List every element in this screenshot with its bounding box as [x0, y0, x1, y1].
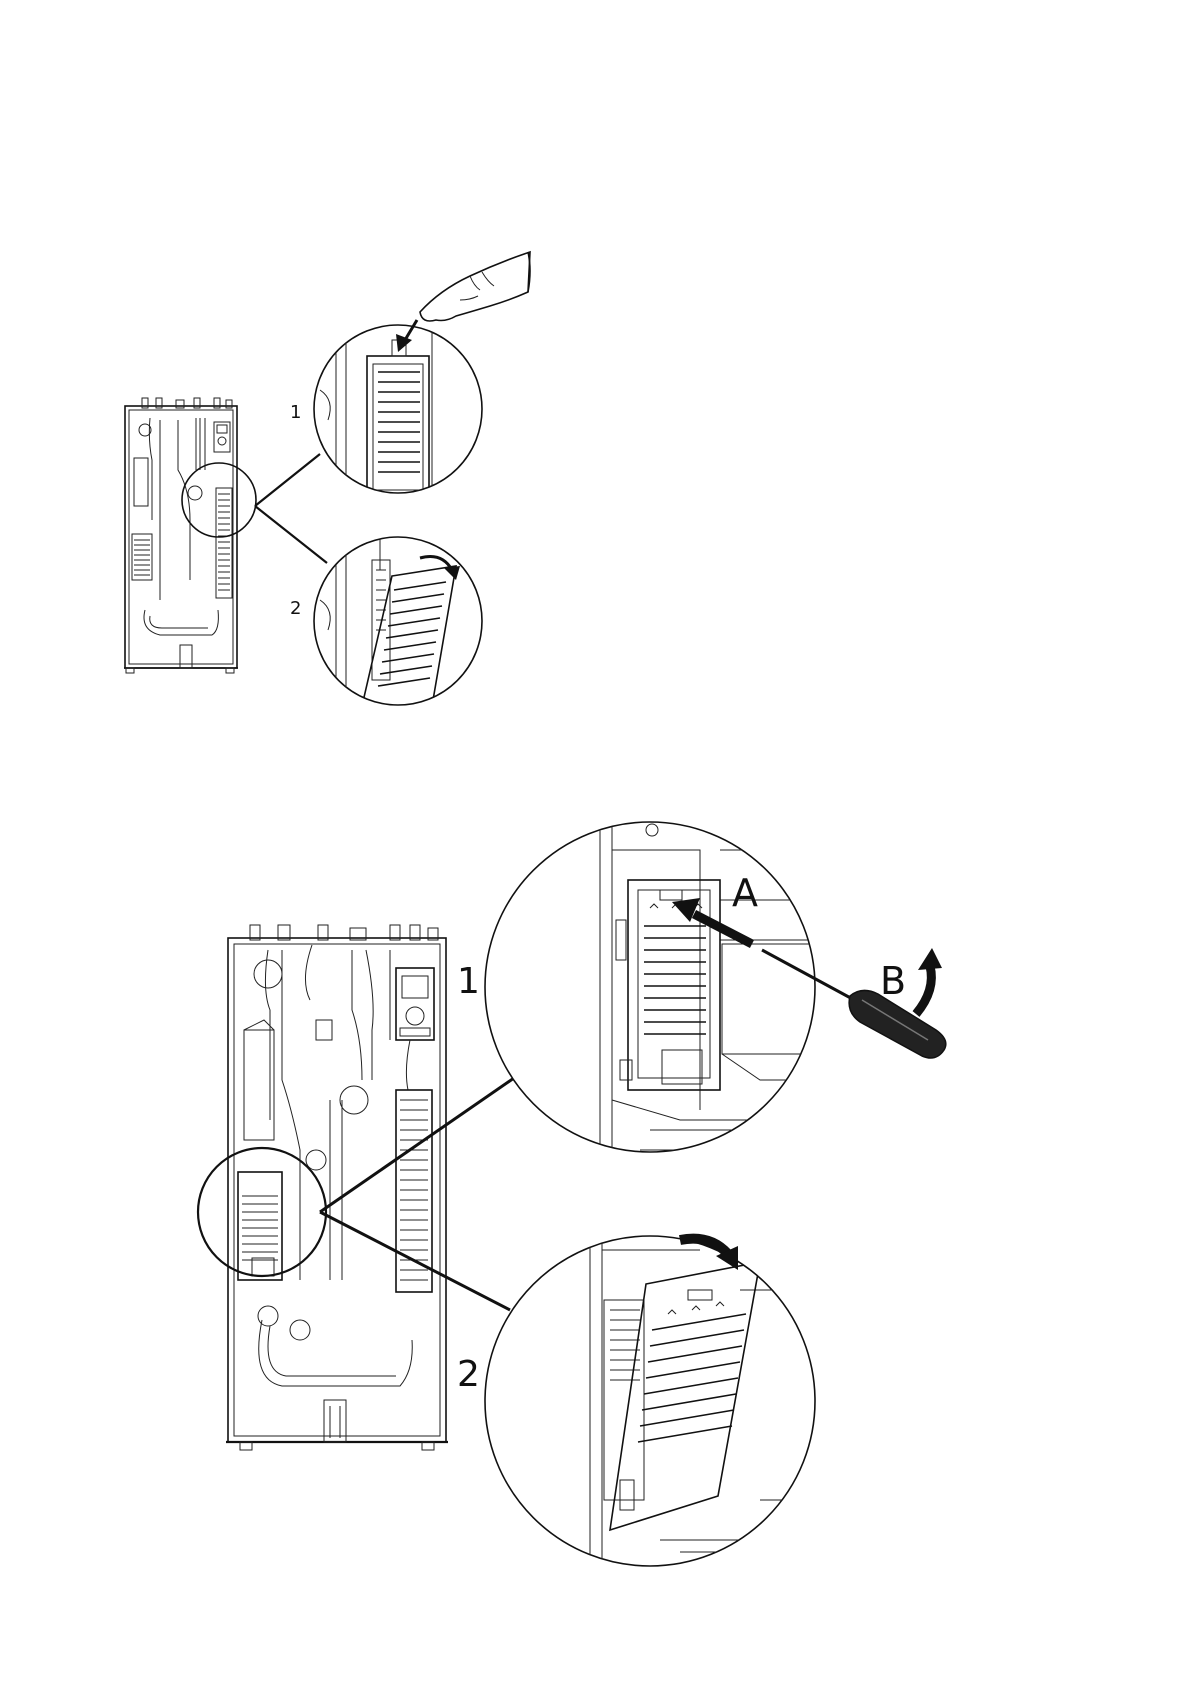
rotate-arrow-b-icon	[916, 948, 942, 1014]
bottom-step-1-number: 1	[457, 961, 480, 1002]
bottom-unit-right-louvres	[400, 1100, 428, 1280]
callout-label-b: B	[880, 959, 906, 1003]
bottom-connector-line-1	[320, 1078, 514, 1212]
bottom-connector-line-2	[320, 1212, 510, 1310]
bottom-unit-illustration	[226, 925, 448, 1450]
hand-pressing-illustration	[420, 252, 530, 321]
top-step-2-number: 2	[290, 598, 301, 619]
top-detail-circle-2	[314, 530, 482, 710]
callout-label-a: A	[732, 871, 758, 915]
top-figure: 1 2	[124, 252, 530, 710]
bottom-figure: 1 2	[198, 820, 946, 1570]
bottom-step-2-number: 2	[457, 1354, 480, 1395]
top-step-1-number: 1	[290, 402, 301, 423]
top-connector-line-2	[255, 506, 327, 563]
top-unit-right-louvres	[218, 494, 230, 590]
bottom-detail-circle-1	[485, 820, 842, 1160]
bottom-detail-circle-2	[485, 1230, 840, 1570]
top-connector-line-1	[255, 454, 320, 506]
top-unit-illustration	[124, 398, 238, 673]
